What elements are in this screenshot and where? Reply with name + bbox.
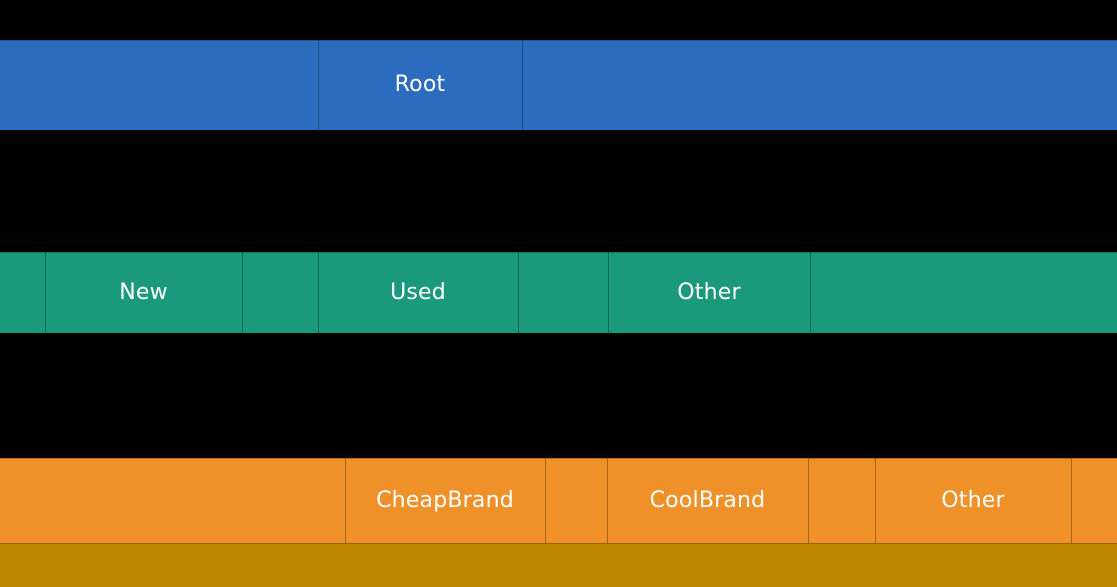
icicle-segment[interactable] — [0, 40, 318, 130]
icicle-segment-label: Other — [941, 487, 1005, 513]
icicle-segment[interactable] — [0, 543, 1117, 587]
icicle-segment-new[interactable]: New — [45, 252, 242, 333]
icicle-segment-label: Used — [390, 279, 446, 305]
icicle-segment[interactable] — [545, 458, 607, 543]
icicle-segment-label: Root — [394, 72, 446, 97]
icicle-segment[interactable] — [522, 40, 1117, 130]
icicle-segment-other[interactable]: Other — [875, 458, 1071, 543]
icicle-segment-other[interactable]: Other — [608, 252, 810, 333]
icicle-segment-label: CheapBrand — [376, 487, 514, 513]
icicle-segment-used[interactable]: Used — [318, 252, 518, 333]
icicle-segment[interactable] — [242, 252, 318, 333]
icicle-segment-cheapbrand[interactable]: CheapBrand — [345, 458, 545, 543]
icicle-segment-root[interactable]: Root — [318, 40, 522, 130]
level-root: Root — [0, 40, 1117, 130]
level-detail — [0, 543, 1117, 587]
level-condition: New Used Other — [0, 252, 1117, 333]
icicle-segment[interactable] — [0, 252, 45, 333]
icicle-segment[interactable] — [808, 458, 875, 543]
icicle-segment[interactable] — [1071, 458, 1117, 543]
icicle-segment-label: Other — [677, 279, 741, 305]
level-brand: CheapBrand CoolBrand Other — [0, 458, 1117, 543]
icicle-segment[interactable] — [0, 458, 345, 543]
icicle-segment[interactable] — [518, 252, 608, 333]
icicle-segment-coolbrand[interactable]: CoolBrand — [607, 458, 808, 543]
icicle-segment-label: New — [119, 279, 168, 305]
icicle-segment[interactable] — [810, 252, 1117, 333]
icicle-segment-label: CoolBrand — [649, 487, 766, 513]
